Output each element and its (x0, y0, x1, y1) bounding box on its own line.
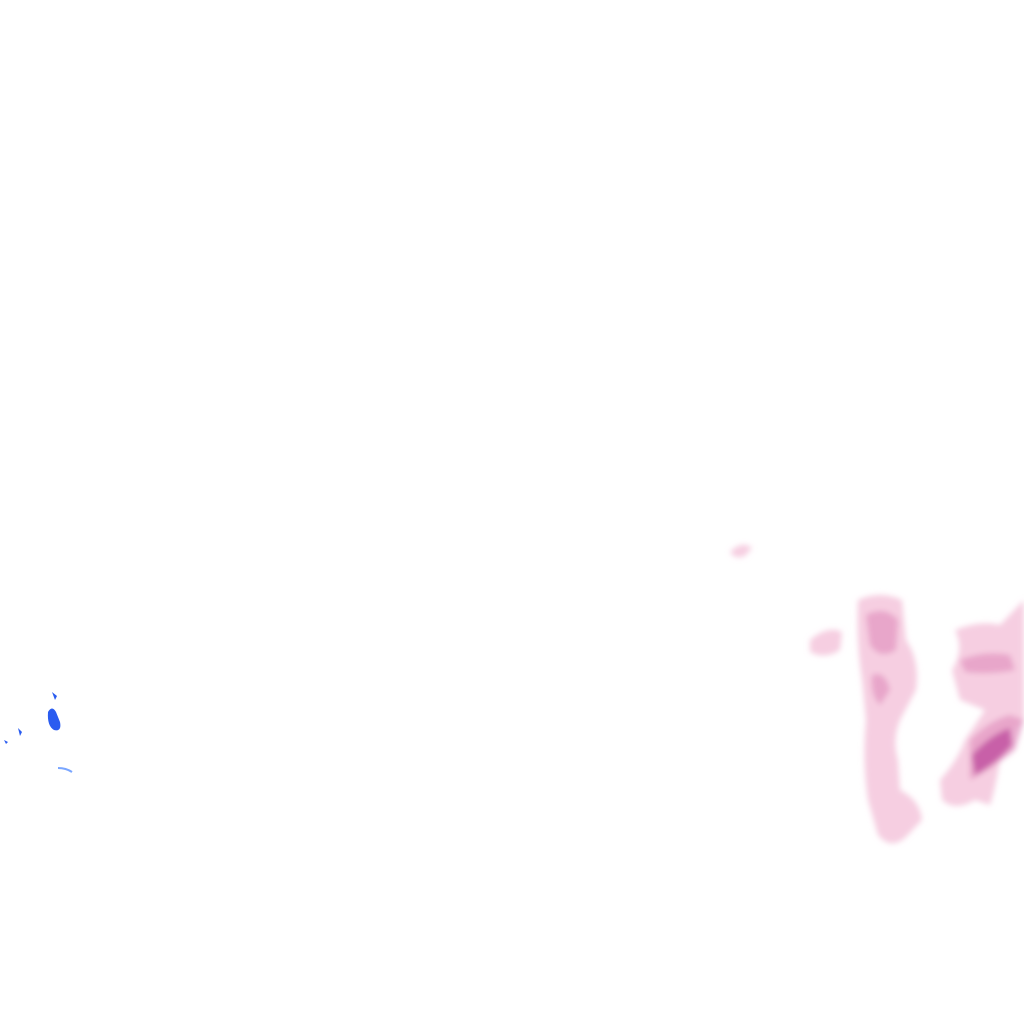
precip-cell-east (730, 544, 1024, 844)
rain-streak (57, 767, 73, 773)
snow-patch-small-west (810, 629, 842, 656)
snow-band-medium-west (866, 611, 898, 705)
rain-specks (4, 692, 61, 744)
precip-cell-west (4, 692, 73, 773)
snow-speck (730, 544, 752, 558)
snow-band-light-west (857, 595, 922, 844)
snow-band-light-east (940, 600, 1024, 806)
snow-band-heavy-east (972, 728, 1012, 775)
